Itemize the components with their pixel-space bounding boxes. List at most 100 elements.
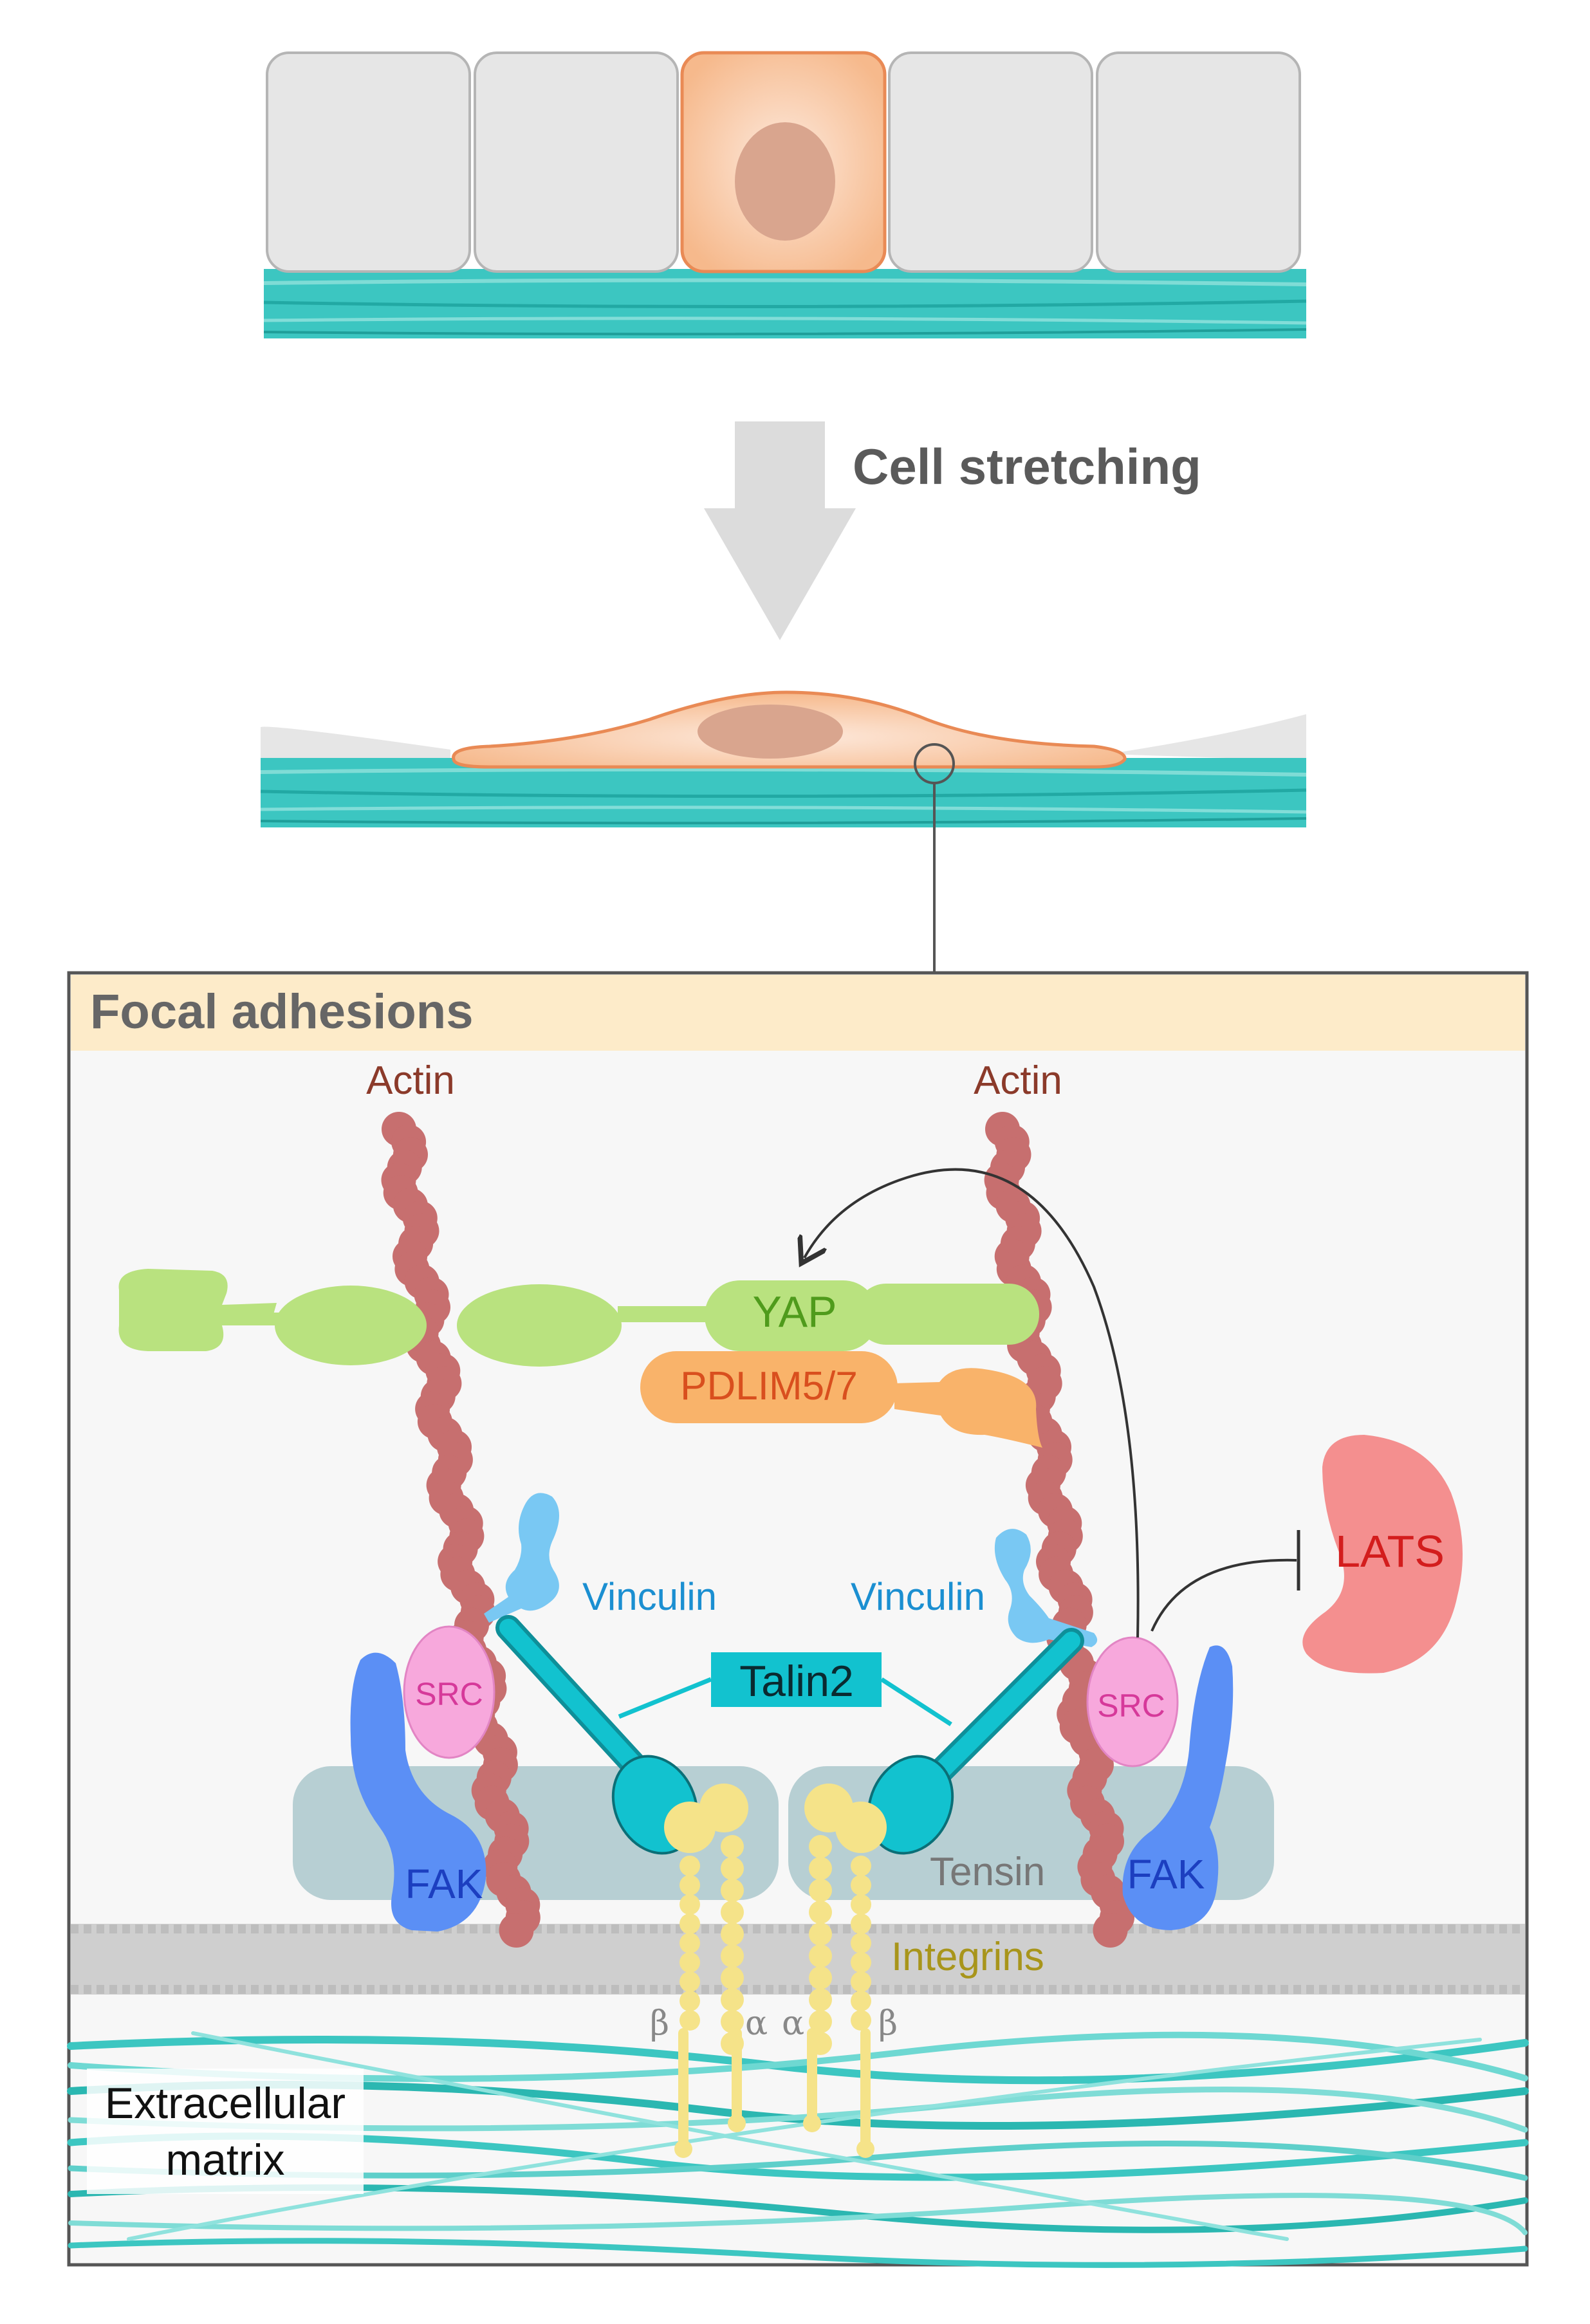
cell-2: [474, 51, 679, 273]
integrin-domain: [721, 1879, 744, 1902]
integrin-domain: [809, 1857, 832, 1880]
talin-pointer-left: [618, 1677, 712, 1719]
stretching-label: Cell stretching: [853, 438, 1201, 495]
integrin-domain: [851, 1856, 871, 1876]
yap-label: YAP: [752, 1287, 837, 1336]
integrin-domain: [851, 1894, 871, 1915]
talin-label-box: [711, 1652, 882, 1707]
integrin-domain: [721, 1923, 744, 1946]
beta-label-right: β: [878, 2004, 898, 2043]
epithelium-after: [260, 690, 1307, 973]
integrin-domain: [679, 1991, 700, 2011]
src-left: [403, 1625, 495, 1759]
lats-label: LATS: [1335, 1526, 1445, 1576]
actin-monomer: [499, 1913, 534, 1948]
src-label-right: SRC: [1097, 1688, 1165, 1724]
vinculin-label-left: Vinculin: [582, 1575, 717, 1618]
integrin-domain: [679, 1933, 700, 1953]
vinculin-left: [484, 1493, 559, 1623]
ecm-label-line1: Extracellular: [105, 2079, 346, 2128]
cell-4: [888, 51, 1093, 273]
integrin-domain: [679, 1856, 700, 1876]
cell-1: [266, 51, 471, 273]
vinculin-right: [994, 1529, 1098, 1647]
fak-right: [1122, 1645, 1234, 1930]
integrin-domain: [809, 1988, 832, 2011]
integrin-tail: [674, 2140, 692, 2158]
integrin-domain: [809, 1879, 832, 1902]
integrin-domain: [721, 1966, 744, 1989]
ecm-band-top: [263, 269, 1307, 338]
inset-header-band: [71, 975, 1525, 1051]
integrin-domain: [851, 1952, 871, 1973]
stretching-step: Cell stretching: [704, 421, 1201, 640]
pdlim-label: PDLIM5/7: [680, 1364, 858, 1408]
src-right: [1086, 1636, 1179, 1767]
inset-title: Focal adhesions: [90, 984, 474, 1039]
integrin-domain: [721, 1857, 744, 1880]
yap-protein: [118, 1269, 1039, 1367]
integrin-domain: [679, 2010, 700, 2031]
integrin-tail: [803, 2114, 821, 2132]
integrin-domain: [809, 1835, 832, 1858]
talin-head-right: [867, 1755, 954, 1855]
integrin-domain: [809, 2010, 832, 2033]
beta-label-left: β: [650, 2004, 669, 2043]
talin-pointer-right: [880, 1677, 952, 1726]
src-inhibits-lats-line: [1151, 1558, 1297, 1632]
nucleus: [735, 122, 835, 241]
ecm-band-middle: [260, 758, 1307, 827]
plasma-membrane: [71, 1924, 1525, 1995]
integrin-head: [699, 1784, 748, 1832]
integrin-domain: [679, 1914, 700, 1934]
integrin-domain: [679, 1894, 700, 1915]
tensin-label: Tensin: [930, 1850, 1045, 1894]
src-to-yap-arrow: [804, 1168, 1140, 1638]
integrin-domain: [721, 1835, 744, 1858]
actin-label-right: Actin: [974, 1058, 1062, 1103]
stretched-nucleus: [698, 705, 843, 759]
integrin-domain: [851, 1991, 871, 2011]
integrin-domain: [851, 1971, 871, 1992]
actin-label-left: Actin: [366, 1058, 455, 1103]
integrin-domain: [679, 1875, 700, 1895]
integrin-domain: [851, 1914, 871, 1934]
integrin-head: [835, 1802, 887, 1853]
integrin-domain: [809, 1944, 832, 1968]
integrins-label: Integrins: [891, 1935, 1044, 1979]
integrin-tail: [728, 2114, 746, 2132]
fak-left: [350, 1652, 486, 1932]
pdlim-protein: [640, 1351, 1042, 1448]
integrin-domain: [721, 1901, 744, 1924]
integrin-domain: [679, 1971, 700, 1992]
epithelium-before: [263, 51, 1307, 338]
integrin-domain: [851, 1933, 871, 1953]
src-label-left: SRC: [415, 1676, 483, 1712]
integrin-domain: [809, 1901, 832, 1924]
integrin-domain: [721, 1988, 744, 2011]
alpha-label-left: α: [745, 2004, 768, 2043]
integrin-domain: [721, 2010, 744, 2033]
vinculin-label-right: Vinculin: [851, 1575, 985, 1618]
cell-5: [1096, 51, 1301, 273]
integrin-domain: [721, 1944, 744, 1968]
alpha-label-right: α: [782, 2004, 804, 2043]
ecm-label-line2: matrix: [165, 2135, 284, 2184]
focal-adhesions-inset: Focal adhesions Extracellular matrix: [67, 971, 1529, 2268]
integrin-heterodimers: [664, 1784, 887, 2158]
integrin-domain: [679, 1952, 700, 1973]
lats-protein: [1302, 1435, 1463, 1674]
integrin-domain: [851, 1875, 871, 1895]
fak-label-left: FAK: [405, 1861, 483, 1907]
actin-monomer: [1093, 1913, 1128, 1948]
fak-label-right: FAK: [1127, 1851, 1205, 1897]
talin-label: Talin2: [739, 1657, 854, 1706]
down-arrow-icon: [704, 421, 856, 640]
integrin-domain: [809, 1923, 832, 1946]
integrin-domain: [809, 1966, 832, 1989]
integrin-tail: [856, 2140, 874, 2158]
integrin-domain: [851, 2010, 871, 2031]
ecm-label-box: [87, 2069, 364, 2194]
